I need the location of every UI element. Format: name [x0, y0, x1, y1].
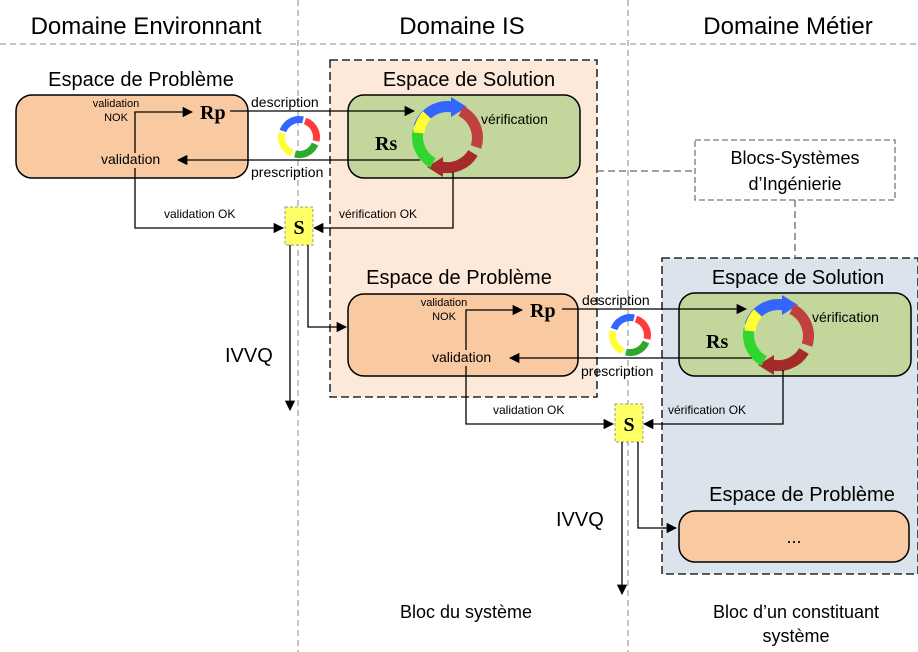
middle-nok-loop-arrow: [465, 304, 524, 350]
middle-to-bottom-arrow: [637, 442, 678, 534]
middle-validation-label: validation: [432, 349, 491, 365]
bottom-probleme-box: [678, 510, 910, 563]
ivvq-right-label: IVVQ: [556, 509, 604, 531]
middle-s-gate: [614, 403, 644, 443]
middle-rs-label: Rs: [706, 331, 728, 353]
footer-bloc-systeme: Bloc du système: [400, 602, 532, 622]
middle-prescription-label: prescription: [581, 363, 653, 379]
top-validation-nok-line2: NOK: [104, 112, 129, 124]
top-nok-loop-arrow: [134, 106, 194, 153]
top-s-gate: [284, 206, 314, 246]
middle-rp-label: Rp: [530, 300, 556, 322]
middle-validation-nok-line1: validation: [421, 297, 467, 309]
bottom-ellipsis: ...: [786, 527, 801, 547]
top-validation-nok-line1: validation: [93, 98, 139, 110]
ivvq-left-label: IVVQ: [225, 345, 273, 367]
footer-bloc-constituant-line1: Bloc d’un constituant: [713, 602, 879, 622]
top-description-label: description: [251, 94, 319, 110]
bottom-probleme-title: Espace de Problème: [709, 484, 895, 506]
top-verification-ok-arrow: [312, 172, 454, 234]
middle-validation-nok-line2: NOK: [432, 311, 457, 323]
top-solution-title: Espace de Solution: [383, 69, 555, 91]
footer-bloc-constituant-line2: système: [762, 626, 829, 646]
domain-is-heading: Domaine IS: [399, 13, 524, 40]
middle-probleme-title: Espace de Problème: [366, 267, 552, 289]
blocs-systemes-box: [694, 139, 896, 201]
top-verification-ok-label: vérification OK: [339, 207, 417, 221]
middle-solution-title: Espace de Solution: [712, 267, 884, 289]
domain-environnant-heading: Domaine Environnant: [31, 13, 262, 40]
middle-big-cycle-icon: [742, 295, 814, 375]
top-big-cycle-icon: [411, 97, 483, 177]
middle-description-label: description: [582, 292, 650, 308]
blocs-systemes-line1: Blocs-Systèmes: [730, 148, 859, 168]
top-prescription-label: prescription: [251, 164, 323, 180]
middle-validation-ok-arrow: [465, 366, 615, 430]
middle-validation-ok-label: validation OK: [493, 403, 564, 417]
top-validation-ok-arrow: [134, 168, 285, 234]
top-s-label: S: [293, 217, 304, 239]
middle-verification-ok-arrow: [642, 370, 784, 430]
top-probleme-title: Espace de Problème: [48, 69, 234, 91]
middle-small-cycle-icon: [609, 314, 651, 356]
middle-verification-ok-label: vérification OK: [668, 403, 746, 417]
top-validation-label: validation: [101, 151, 160, 167]
top-small-cycle-icon: [278, 116, 320, 158]
blocs-systemes-line2: d’Ingénierie: [748, 174, 841, 194]
middle-s-label: S: [623, 414, 634, 436]
domain-metier-heading: Domaine Métier: [703, 13, 872, 40]
middle-verification-label: vérification: [812, 309, 879, 325]
top-rs-label: Rs: [375, 133, 397, 155]
top-verification-label: vérification: [481, 111, 548, 127]
top-validation-ok-label: validation OK: [164, 207, 235, 221]
top-to-middle-arrow: [307, 245, 348, 333]
top-rp-label: Rp: [200, 102, 226, 124]
